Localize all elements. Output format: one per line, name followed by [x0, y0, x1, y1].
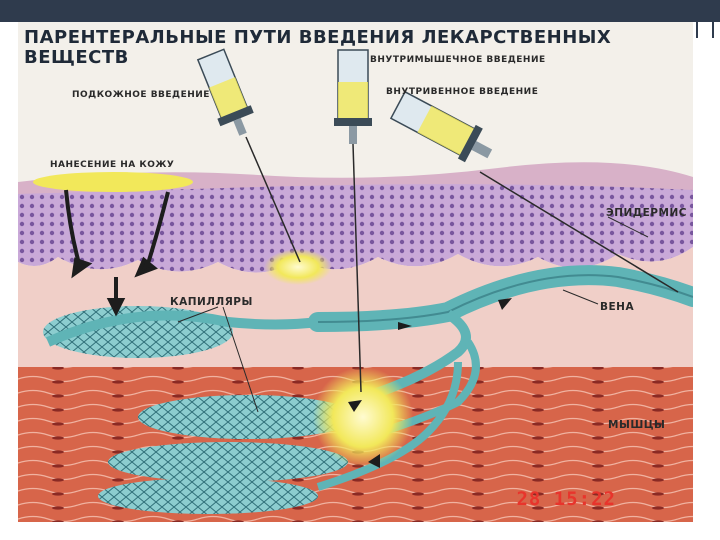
syringe-intramuscular — [334, 49, 372, 144]
slide-corner-mark — [696, 2, 714, 38]
label-intravenous: ВНУТРИВЕННОЕ ВВЕДЕНИЕ — [386, 87, 539, 97]
absorption-arrows — [64, 189, 170, 317]
needle-intravenous — [479, 171, 679, 293]
syringe-subcutaneous — [196, 48, 254, 136]
subcutaneous-drug-deposit — [264, 249, 332, 285]
slide-top-bar — [0, 0, 720, 22]
label-leaders — [177, 216, 649, 413]
skin-surface — [18, 162, 693, 194]
label-vein: ВЕНА — [600, 301, 635, 313]
slide-right-margin — [692, 22, 720, 540]
blood-flow-arrows — [348, 298, 512, 468]
label-skin-application: НАНЕСЕНИЕ НА КОЖУ — [50, 160, 175, 170]
label-capillaries: КАПИЛЛЯРЫ — [170, 296, 253, 308]
skin-application-drug — [33, 172, 193, 192]
poster-title: ПАРЕНТЕРАЛЬНЫЕ ПУТИ ВВЕДЕНИЯ ЛЕКАРСТВЕНН… — [24, 27, 612, 68]
capillary-networks — [43, 306, 480, 514]
syringe-intravenous — [389, 90, 493, 163]
needle-intramuscular — [352, 143, 362, 393]
needle-subcutaneous — [245, 136, 301, 263]
photo-timestamp: 28 15:22 — [516, 488, 616, 510]
label-subcutaneous: ПОДКОЖНОЕ ВВЕДЕНИЕ — [72, 90, 210, 100]
label-epidermis: ЭПИДЕРМИС — [606, 207, 687, 219]
label-muscles: МЫШЦЫ — [608, 419, 666, 431]
label-intramuscular: ВНУТРИМЫШЕЧНОЕ ВВЕДЕНИЕ — [370, 55, 546, 65]
anatomy-poster: ПАРЕНТЕРАЛЬНЫЕ ПУТИ ВВЕДЕНИЯ ЛЕКАРСТВЕНН… — [18, 22, 693, 522]
intramuscular-drug-deposit — [313, 367, 413, 467]
poster-illustration — [18, 22, 693, 522]
